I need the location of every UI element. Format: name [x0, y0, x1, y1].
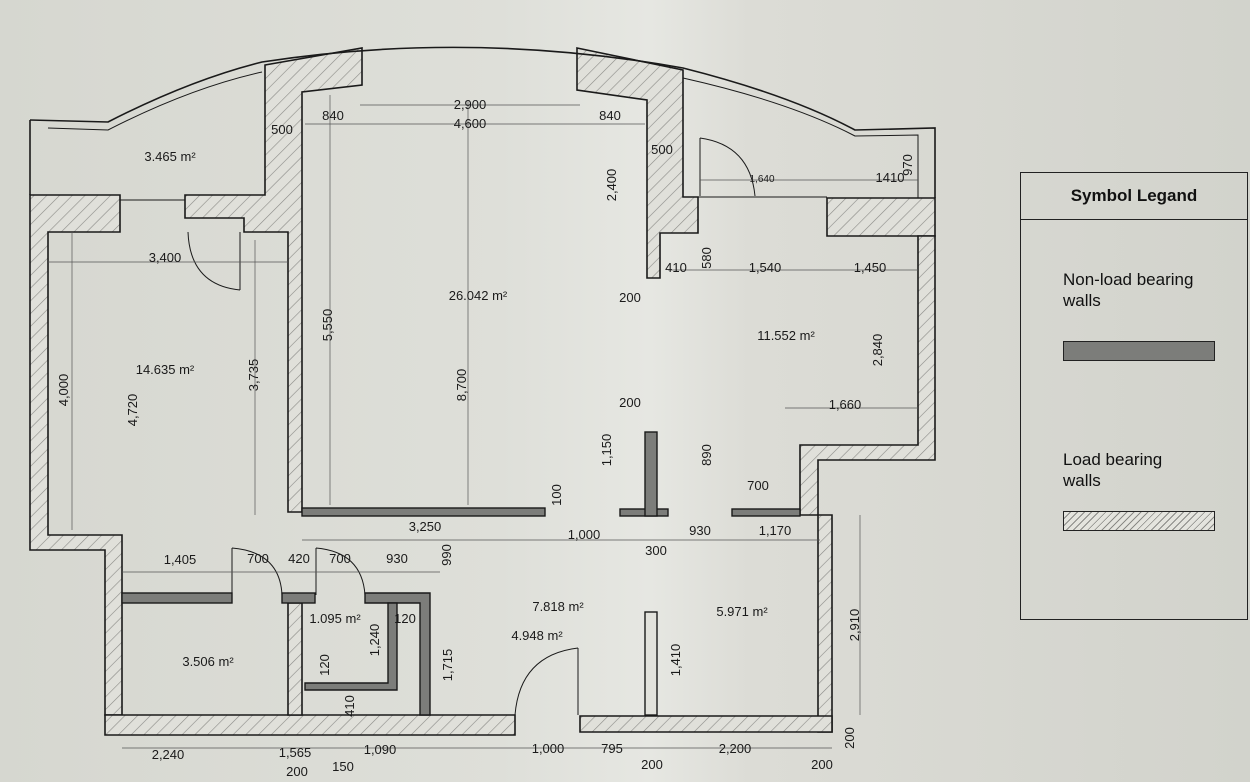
dimension-label: 930: [386, 551, 408, 566]
wall-bottom-right: [579, 715, 833, 733]
dimension-label: 2,240: [152, 747, 185, 762]
dimension-label: 120: [394, 611, 416, 626]
dimension-label: 840: [322, 108, 344, 123]
legend-load-bearing-label: Load bearing walls: [1063, 450, 1163, 490]
dimension-label: 1,170: [759, 523, 792, 538]
dimension-label: 200: [619, 395, 641, 410]
non-load-bearing-walls: [121, 431, 801, 716]
dimension-label: 3,250: [409, 519, 442, 534]
symbol-legend: Symbol Legand Non-load bearing walls Loa…: [1020, 172, 1248, 620]
dimension-label: 1,405: [164, 552, 197, 567]
dimension-label: 2,910: [847, 609, 862, 642]
dimension-label: 150: [332, 759, 354, 774]
room-area-label: 14.635 m²: [136, 362, 195, 377]
dimension-label: 3,735: [246, 359, 261, 392]
dimension-label: 4,720: [125, 394, 140, 427]
room-area-label: 7.818 m²: [532, 599, 584, 614]
wall-left: [29, 194, 123, 716]
dimension-lines: [48, 95, 918, 749]
dimension-label: 4,600: [454, 116, 487, 131]
wall-partition: [301, 507, 546, 517]
dimension-label: 1,150: [599, 434, 614, 467]
dimension-label: 1,240: [367, 624, 382, 657]
dimension-label: 1,000: [532, 741, 565, 756]
wall-partition: [619, 508, 669, 517]
load-bearing-swatch: [1063, 511, 1215, 531]
wall-right-top: [826, 197, 936, 237]
dimension-label: 2,400: [604, 169, 619, 202]
room-area-label: 3.465 m²: [144, 149, 196, 164]
wall-right: [799, 235, 936, 516]
dimension-label: 1410: [876, 170, 905, 185]
dimension-label: 795: [601, 741, 623, 756]
dimension-label: 970: [900, 154, 915, 176]
dimension-label: 2,900: [454, 97, 487, 112]
wall-bottom-left: [104, 714, 516, 736]
dimension-label: 420: [288, 551, 310, 566]
dimension-label: 930: [689, 523, 711, 538]
dimension-label: 840: [599, 108, 621, 123]
legend-non-load-bearing-label: Non-load bearing walls: [1063, 270, 1194, 310]
room-area-label: 11.552 m²: [757, 328, 815, 343]
dimension-label: 200: [641, 757, 663, 772]
wall-partition: [644, 611, 658, 716]
load-bearing-walls: [29, 47, 936, 736]
dimension-label: 200: [842, 727, 857, 749]
dimension-label: 4,000: [56, 374, 71, 407]
dimension-label: 100: [549, 484, 564, 506]
wall-partition: [644, 431, 658, 517]
wall-partition: [304, 602, 398, 691]
wall-right-pier: [576, 47, 699, 279]
wall-partition: [121, 592, 233, 604]
room-area-label: 4.948 m²: [511, 628, 563, 643]
outer-balcony-glazing: [29, 46, 936, 201]
wall-column: [287, 602, 303, 716]
dimension-label: 1,000: [568, 527, 601, 542]
dimension-label: 200: [619, 290, 641, 305]
room-area-label: 26.042 m²: [449, 288, 508, 303]
non-load-bearing-swatch: [1063, 341, 1215, 361]
dimension-label: 5,550: [320, 309, 335, 342]
dimension-label: 1,660: [829, 397, 862, 412]
dimension-label: 300: [645, 543, 667, 558]
dimension-label: 700: [247, 551, 269, 566]
dimension-label: 2,200: [719, 741, 752, 756]
wall-partition: [281, 592, 316, 604]
dimension-label: 8,700: [454, 369, 469, 402]
dimension-label: 410: [342, 695, 357, 717]
dimension-label: 990: [439, 544, 454, 566]
dimension-label: 1,450: [854, 260, 887, 275]
dimension-label: 1,540: [749, 260, 782, 275]
dimension-label: 890: [699, 444, 714, 466]
wall-right-lower: [817, 514, 833, 733]
dimension-label: 200: [811, 757, 833, 772]
dimension-label: 1,715: [440, 649, 455, 682]
doors: [187, 137, 756, 716]
dimension-label: 200: [286, 764, 308, 779]
dimension-label: 700: [329, 551, 351, 566]
dimension-label: 120: [317, 654, 332, 676]
dimension-label: 2,840: [870, 334, 885, 367]
dimension-label: 1,090: [364, 742, 397, 757]
wall-partition: [364, 592, 431, 716]
room-area-label: 3.506 m²: [182, 654, 234, 669]
dimension-label: 580: [699, 247, 714, 269]
dimension-label: 700: [747, 478, 769, 493]
dimension-label: 1,565: [279, 745, 312, 760]
wall-partition: [731, 508, 801, 517]
dimension-label: 500: [271, 122, 293, 137]
legend-title: Symbol Legand: [1021, 173, 1247, 220]
room-area-label: 1.095 m²: [309, 611, 361, 626]
dimension-label: 3,400: [149, 250, 182, 265]
room-area-label: 5.971 m²: [716, 604, 768, 619]
dimension-label: 1,410: [668, 644, 683, 677]
dimension-label: 1,640: [749, 174, 774, 185]
dimension-label: 500: [651, 142, 673, 157]
dimension-label: 410: [665, 260, 687, 275]
